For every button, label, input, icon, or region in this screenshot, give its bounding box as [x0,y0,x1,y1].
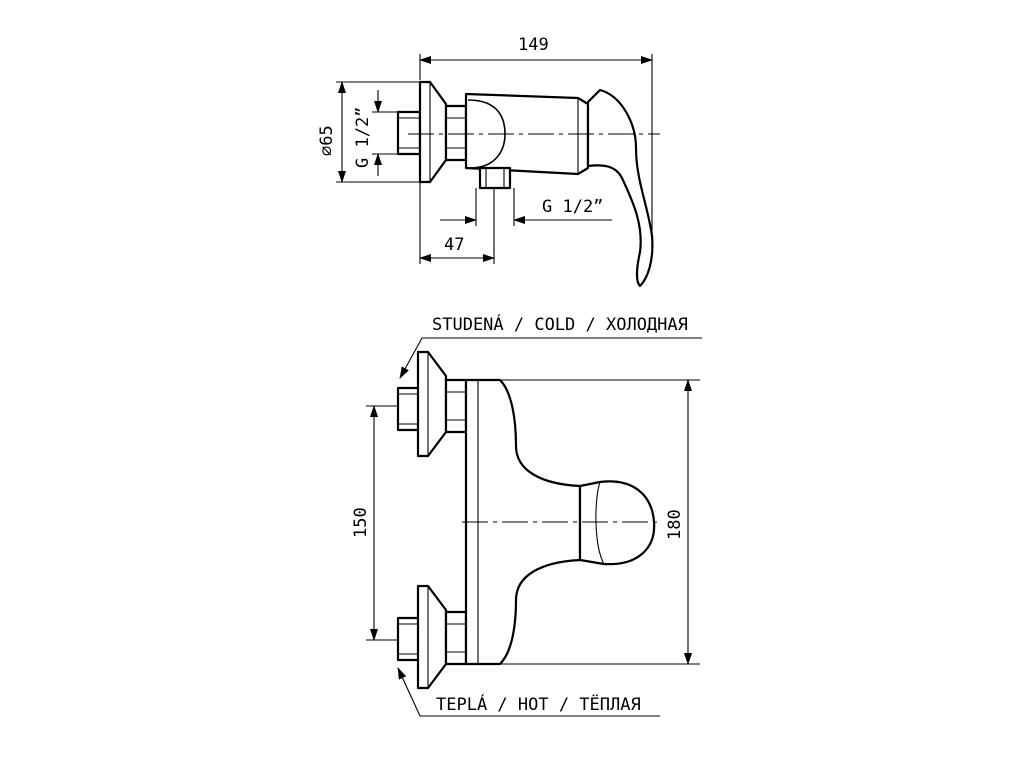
dimension-180: 180 [500,379,700,665]
cold-wall-flange [416,350,448,458]
outlet-stub-side [478,166,512,190]
dimension-150-label: 150 [351,507,371,538]
cold-label-callout: STUDENÁ / COLD / ХОЛОДНАЯ [399,313,702,379]
hot-hex-nut [444,610,468,666]
hot-wall-flange [416,584,448,690]
hot-label-callout: TEPLÁ / HOT / TЁПЛАЯ [397,667,660,717]
front-view [396,350,662,690]
hex-nut-side [444,104,468,162]
dimension-outlet-thread: G 1/2” [440,188,612,226]
cold-label: STUDENÁ / COLD / ХОЛОДНАЯ [432,313,688,335]
dimension-149: 149 [419,35,653,236]
dimension-180-label: 180 [665,509,685,540]
dimension-47-label: 47 [444,235,464,255]
dimension-47: 47 [419,182,495,264]
wall-flange-side [418,80,448,184]
dimension-inlet-thread-label: G 1/2” [353,107,373,168]
dimension-diameter-65: ⌀65 [317,81,420,183]
dimension-outlet-thread-label: G 1/2” [542,197,603,217]
dimension-150: 150 [351,405,398,641]
cartridge-cap-front [578,480,656,566]
cold-hex-nut [444,378,468,434]
lever-handle-side [586,88,654,288]
dimension-149-label: 149 [518,35,549,55]
dimension-diameter-65-label: ⌀65 [317,125,337,156]
hot-label: TEPLÁ / HOT / TЁПЛАЯ [436,693,641,715]
dimension-inlet-thread: G 1/2” [353,90,398,176]
side-view [396,80,660,288]
